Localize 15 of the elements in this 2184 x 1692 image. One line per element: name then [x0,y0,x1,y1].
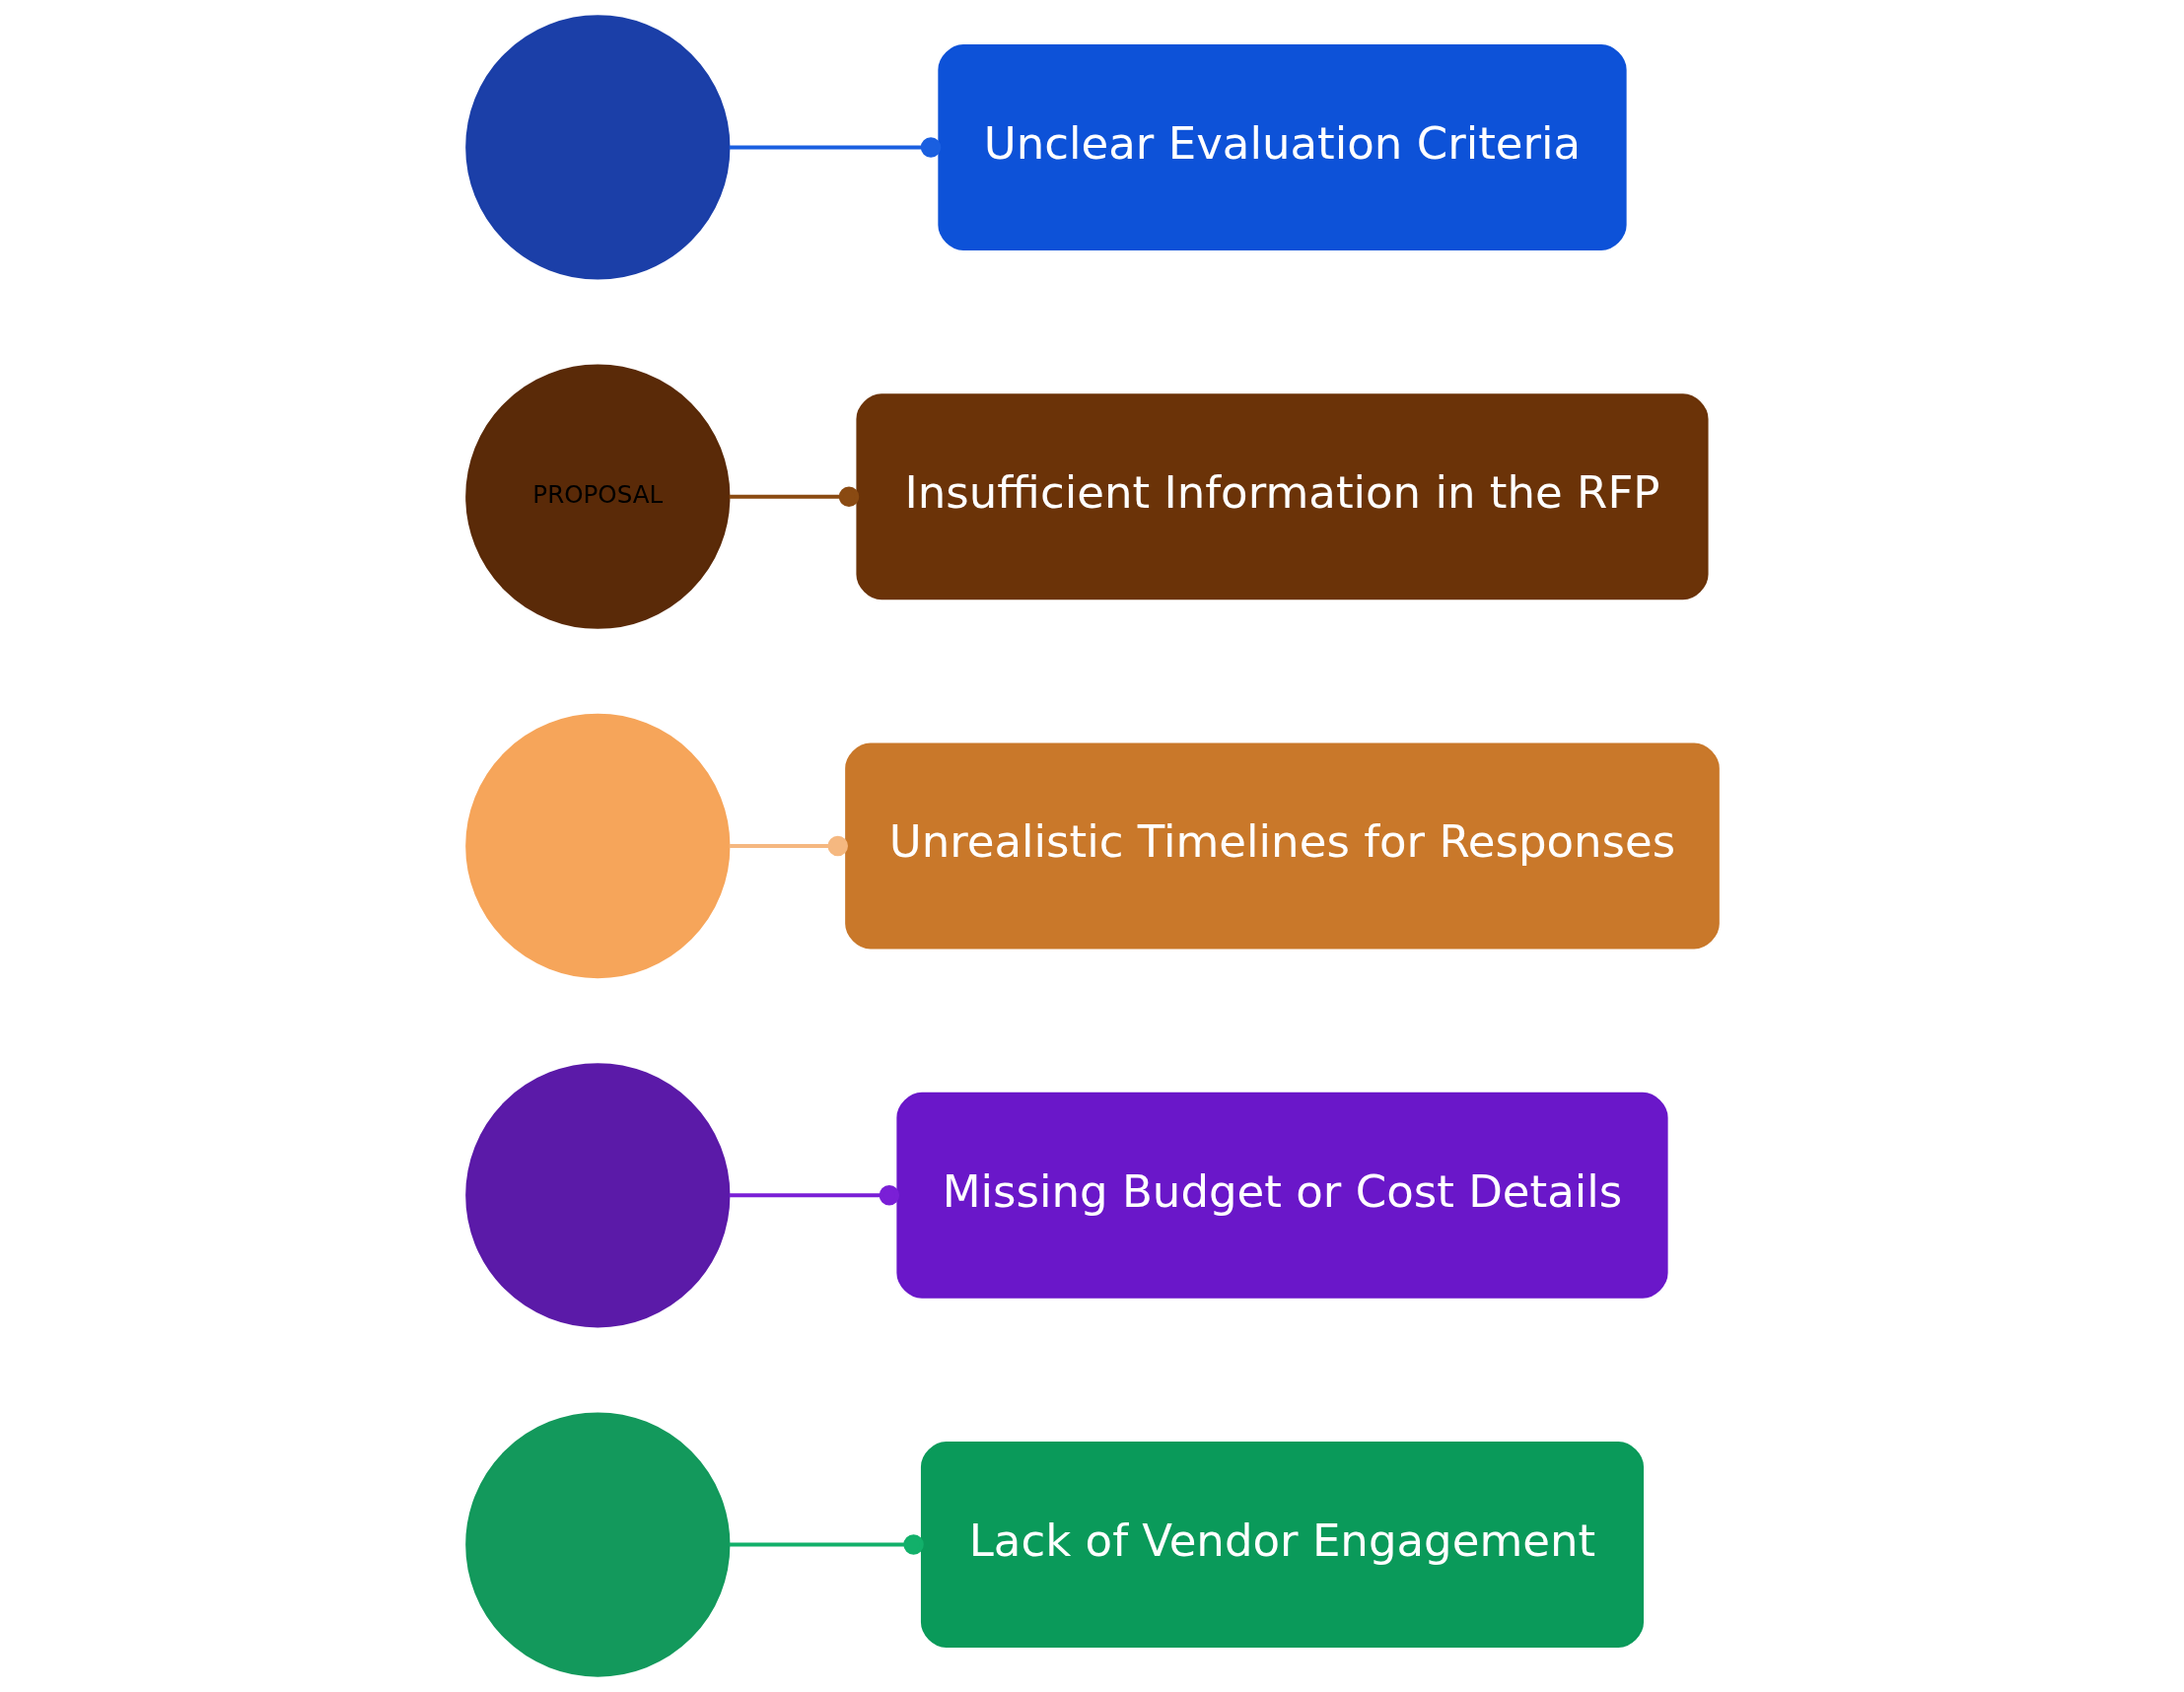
node-box: Missing Budget or Cost Details [895,1092,1668,1299]
node-circle: PROPOSAL [464,364,730,629]
node-circle [464,1412,730,1677]
connector [729,137,941,158]
connector [729,835,848,857]
node-box: Insufficient Information in the RFP [855,393,1709,600]
node-circle [464,15,730,280]
node-circle [464,1063,730,1328]
connector [729,1534,924,1555]
node-box: Unclear Evaluation Criteria [937,44,1627,250]
connector [729,1185,899,1206]
node-box: Unrealistic Timelines for Responses [844,742,1720,950]
node-circle [464,713,730,979]
node-box: Lack of Vendor Engagement [920,1442,1644,1648]
connector [729,486,859,507]
